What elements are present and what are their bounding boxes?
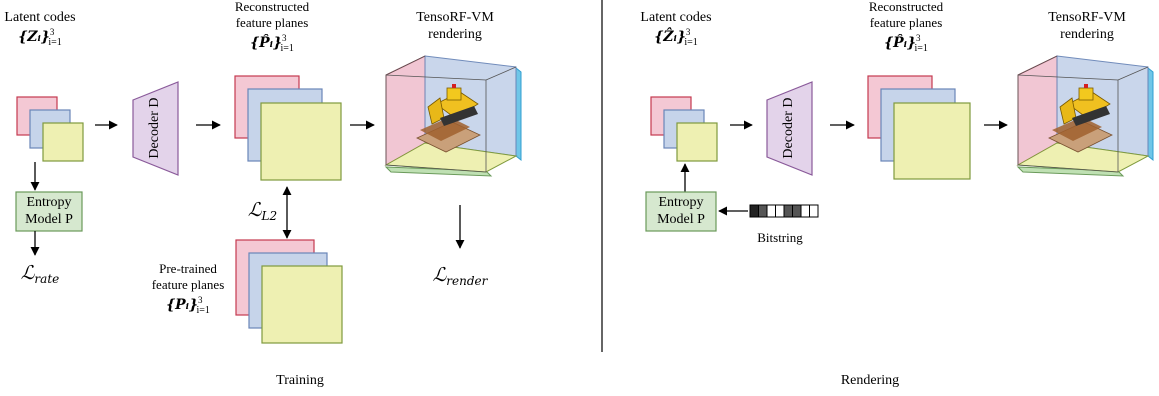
bitstring-cell bbox=[775, 204, 785, 218]
rendering-entropy-line2: Model P bbox=[657, 212, 705, 227]
rendering-decoder-label: Decoder D bbox=[780, 97, 796, 159]
bitstring-cell bbox=[792, 204, 802, 218]
training-caption: Training bbox=[276, 373, 324, 388]
bitstring-cell bbox=[783, 204, 793, 218]
training-recon-planes-stack bbox=[234, 75, 342, 181]
training-render-line2: rendering bbox=[428, 27, 482, 42]
training-pretrained-line2: feature planes bbox=[151, 277, 225, 292]
rendering-recon-line2: feature planes bbox=[869, 15, 943, 30]
rendering-render-line1: TensoRF-VM bbox=[1048, 10, 1126, 25]
rendering-recon-line1: Reconstructed bbox=[868, 0, 944, 14]
training-entropy-line1: Entropy bbox=[26, 195, 72, 210]
training-pretrained-math: {Pᵢ}3i=1 bbox=[166, 295, 210, 316]
training-decoder-trapezoid bbox=[132, 81, 179, 176]
training-latent-math: {Zᵢ}3i=1 bbox=[18, 27, 62, 48]
rendering-bitstring-label: Bitstring bbox=[757, 230, 803, 245]
rendering-latent-math: {Ẑᵢ}3i=1 bbox=[654, 27, 698, 48]
rendering-latent-title: Latent codes bbox=[640, 10, 712, 25]
training-decoder-label: Decoder D bbox=[146, 97, 162, 159]
training-latent-codes-stack bbox=[16, 96, 84, 162]
bitstring-cell bbox=[809, 204, 819, 218]
training-rate-loss: ℒrate bbox=[20, 262, 60, 286]
bitstring-cell bbox=[800, 204, 810, 218]
rendering-recon-math: {P̂ᵢ}3i=1 bbox=[884, 33, 928, 54]
training-render-loss: ℒrender bbox=[432, 264, 488, 288]
bitstring bbox=[749, 204, 819, 218]
rendering-latent-codes-stack bbox=[650, 96, 718, 162]
training-pretrained-line1: Pre-trained bbox=[159, 261, 217, 276]
training-recon-line1: Reconstructed bbox=[234, 0, 310, 14]
bitstring-cell bbox=[749, 204, 759, 218]
rendering-decoder-trapezoid bbox=[766, 81, 813, 176]
rendering-render-line2: rendering bbox=[1060, 27, 1114, 42]
bitstring-cell bbox=[758, 204, 768, 218]
training-entropy-model-box bbox=[15, 191, 83, 232]
training-render-line1: TensoRF-VM bbox=[416, 10, 494, 25]
rendering-caption: Rendering bbox=[840, 373, 900, 388]
training-latent-title: Latent codes bbox=[4, 10, 76, 25]
training-recon-math: {P̂ᵢ}3i=1 bbox=[250, 33, 294, 54]
rendering-entropy-model-box bbox=[645, 191, 717, 232]
training-entropy-line2: Model P bbox=[25, 212, 73, 227]
training-recon-line2: feature planes bbox=[235, 15, 309, 30]
training-tensorf-cube bbox=[384, 55, 522, 177]
training-pretrained-planes-stack bbox=[235, 239, 343, 344]
rendering-recon-planes-stack bbox=[867, 75, 971, 180]
rendering-entropy-line1: Entropy bbox=[658, 195, 704, 210]
training-l2-loss: ℒL2 bbox=[247, 199, 278, 223]
rendering-tensorf-cube bbox=[1016, 55, 1154, 177]
bitstring-cell bbox=[766, 204, 776, 218]
